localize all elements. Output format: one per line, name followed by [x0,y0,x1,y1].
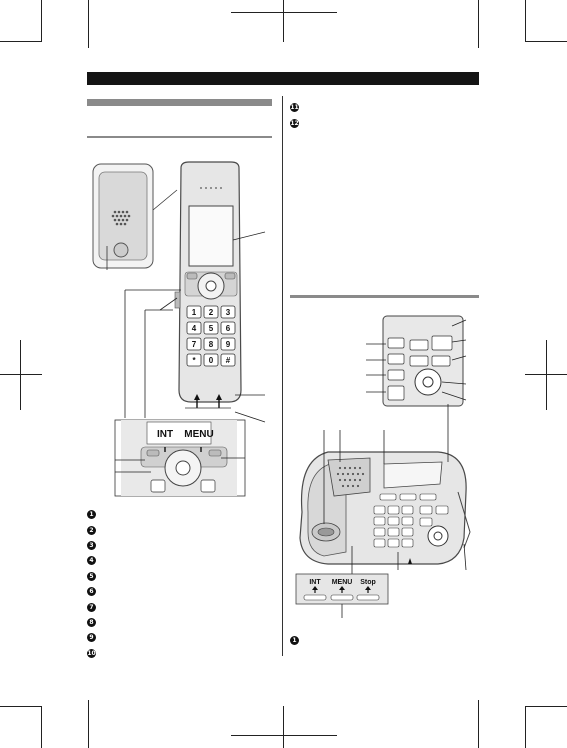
number-bullet: 1 [87,510,96,520]
key-6: 6 [226,324,231,333]
section-bar-base [290,295,479,298]
number-bullet: 9 [87,633,96,643]
key-7: 7 [192,340,197,349]
list-item: 10 [87,646,102,661]
handset-front: 1 2 3 4 5 6 7 8 9 * 0 # [174,161,242,409]
number-bullet: 7 [87,602,96,612]
key-star: * [192,356,196,365]
list-item: 12 [290,115,305,130]
number-bullet: 4 [87,556,96,566]
list-item: 9 [87,630,102,645]
zoom-key-menu: MENU [184,429,213,440]
key-3: 3 [226,308,231,317]
key-8: 8 [209,340,214,349]
number-bullet: 3 [87,540,96,550]
handset-back-view [92,163,178,270]
number-bullet: 12 [290,118,299,128]
key-5: 5 [209,324,214,333]
base-zoom-menu: MENU [332,579,353,586]
zoom-key-int: INT [157,429,173,440]
handset-diagram: 1 2 3 4 5 6 7 8 9 * 0 # [92,161,266,497]
handset-part-list-continued: 11 12 [290,100,305,131]
base-part-list: 1 [290,633,305,648]
base-unit-body [299,451,471,565]
number-bullet: 6 [87,587,96,597]
list-item: 8 [87,615,102,630]
section-bar-handset [87,99,272,106]
chapter-title-bar [87,72,479,85]
key-2: 2 [209,308,214,317]
number-bullet: 10 [87,648,96,658]
list-item: 1 [290,633,305,648]
list-item: 4 [87,553,102,568]
number-bullet: 1 [290,636,299,646]
list-item: 6 [87,584,102,599]
base-zoom-int: INT [309,579,321,586]
key-hash: # [226,356,231,365]
base-button-zoom: INT MENU Stop [295,573,389,618]
list-item: 5 [87,569,102,584]
number-bullet: 11 [290,103,299,113]
base-unit-diagram: INT MENU Stop [295,315,471,618]
number-bullet: 5 [87,571,96,581]
key-9: 9 [226,340,231,349]
base-button-panel [382,315,464,407]
number-bullet: 2 [87,525,96,535]
key-0: 0 [209,356,214,365]
key-4: 4 [192,324,197,333]
list-item: 7 [87,599,102,614]
subsection-rule-handset [87,136,272,138]
list-item: 2 [87,522,102,537]
list-item: 11 [290,100,305,115]
handset-part-list: 1 2 3 4 5 6 7 8 9 10 [87,507,102,661]
key-1: 1 [192,308,197,317]
column-divider [282,96,283,656]
handset-zoom-view: INT MENU [114,419,246,497]
number-bullet: 8 [87,617,96,627]
base-zoom-stop: Stop [360,579,376,586]
list-item: 3 [87,538,102,553]
list-item: 1 [87,507,102,522]
